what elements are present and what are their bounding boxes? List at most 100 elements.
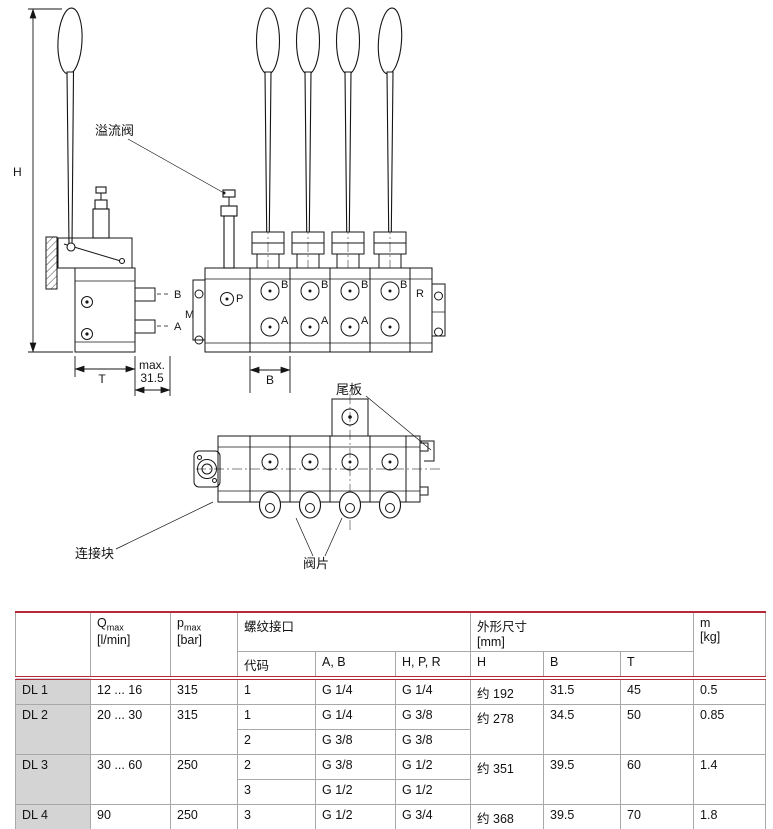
ab-cell: G 1/4 xyxy=(315,704,396,730)
side-view: B A H T max. 31.5 xyxy=(13,7,182,396)
hpr-cell: G 3/8 xyxy=(394,729,472,755)
pmax-symbol: p xyxy=(177,616,184,630)
t-cell: 60 xyxy=(620,754,695,805)
lever-bosses xyxy=(258,491,402,519)
port-b-label: B xyxy=(361,279,368,291)
hand-lever xyxy=(373,7,407,269)
b-cell: 39.5 xyxy=(543,804,622,829)
port-p-label: P xyxy=(236,293,243,305)
ab-cell: G 3/8 xyxy=(315,754,396,780)
port-b-label: B xyxy=(400,279,407,291)
code-cell: 3 xyxy=(237,779,316,805)
hpr-cell: G 1/2 xyxy=(394,779,472,805)
table-row: DL 3 30 ... 60 250 2 G 3/8 G 1/2 约 351 3… xyxy=(15,754,767,805)
spec-table: Qmax[l/min] pmax[bar] 螺纹接口 外形尺寸[mm] m[kg… xyxy=(15,611,767,829)
mass-header: m[kg] xyxy=(693,611,767,680)
qmax-cell: 12 ... 16 xyxy=(90,677,171,705)
hand-lever xyxy=(331,7,365,269)
code-cell: 3 xyxy=(237,804,316,829)
dims-group-header: 外形尺寸[mm] xyxy=(470,611,695,652)
t-header: T xyxy=(620,651,695,680)
ab-cell: G 3/8 xyxy=(315,729,396,755)
pmax-subscript: max xyxy=(183,622,201,633)
table-row: DL 1 12 ... 16 315 1 G 1/4 G 1/4 约 192 3… xyxy=(15,677,767,705)
hpr-cell: G 1/2 xyxy=(394,754,472,780)
dim-h-label: H xyxy=(13,165,22,179)
valve-section-label: 阀片 xyxy=(303,556,329,571)
connection-block xyxy=(193,450,221,488)
dim-max-label: max. xyxy=(139,358,165,372)
pmax-cell: 315 xyxy=(170,677,238,705)
t-cell: 45 xyxy=(620,677,695,705)
table-row-variant: 3 G 1/2 G 1/2 xyxy=(16,779,766,805)
qmax-subscript: max xyxy=(106,622,124,633)
relief-valve-label: 溢流阀 xyxy=(95,123,134,138)
pmax-cell: 250 xyxy=(170,754,238,805)
hand-lever xyxy=(291,7,325,269)
port-a-label: A xyxy=(281,315,289,327)
dims-unit: [mm] xyxy=(477,635,505,649)
model-cell: DL 4 xyxy=(15,804,91,829)
side-valve-body xyxy=(74,267,171,353)
thread-group-header: 螺纹接口 xyxy=(236,611,472,652)
dimension-h: H xyxy=(13,8,73,353)
t-cell: 50 xyxy=(620,704,695,755)
m-cell: 0.85 xyxy=(693,704,767,755)
qmax-symbol: Q xyxy=(97,616,107,630)
m-cell: 0.5 xyxy=(693,677,767,705)
relief-valve-callout: 溢流阀 xyxy=(95,123,226,195)
code-cell: 1 xyxy=(237,677,316,705)
hpr-cell: G 1/4 xyxy=(394,677,472,705)
dimension-max-31-5: max. 31.5 xyxy=(134,356,171,396)
model-cell: DL 2 xyxy=(15,704,91,755)
code-cell: 1 xyxy=(237,704,316,730)
pmax-unit: [bar] xyxy=(177,632,203,647)
hpr-cell: G 3/8 xyxy=(394,704,472,730)
end-plate-label: 尾板 xyxy=(336,382,362,397)
top-view: 尾板 连接块 阀片 xyxy=(75,382,442,571)
pmax-header: pmax[bar] xyxy=(170,611,238,680)
dimension-t: T xyxy=(74,356,136,396)
port-a-label: A xyxy=(321,315,329,327)
h-cell: 约 368 xyxy=(470,804,545,829)
relief-valve xyxy=(220,189,238,269)
code-cell: 2 xyxy=(237,729,316,755)
side-port-b-label: B xyxy=(174,289,181,301)
port-b-label: B xyxy=(281,279,288,291)
t-cell: 70 xyxy=(620,804,695,829)
table-row: DL 2 20 ... 30 315 1 G 1/4 G 3/8 约 278 3… xyxy=(15,704,767,755)
valve-section-callout: 阀片 xyxy=(295,517,343,571)
qmax-unit: [l/min] xyxy=(97,632,131,647)
m-cell: 1.8 xyxy=(693,804,767,829)
dim-b-label: B xyxy=(266,373,274,387)
code-header: 代码 xyxy=(237,651,316,680)
hpr-header: H, P, R xyxy=(394,651,472,680)
dims-title: 外形尺寸 xyxy=(477,620,528,634)
table-row-variant: 2 G 3/8 G 3/8 xyxy=(16,729,766,755)
dim-max-value-label: 31.5 xyxy=(140,371,164,385)
b-cell: 34.5 xyxy=(543,704,622,755)
table-row: DL 4 90 250 3 G 1/2 G 3/4 约 368 39.5 70 … xyxy=(15,804,767,829)
connection-block-label: 连接块 xyxy=(75,546,114,561)
port-b-label: B xyxy=(321,279,328,291)
mass-unit: [kg] xyxy=(700,630,721,644)
h-header: H xyxy=(470,651,545,680)
side-port-a-label: A xyxy=(174,321,182,333)
port-r-label: R xyxy=(416,288,424,300)
ab-cell: G 1/2 xyxy=(315,804,396,829)
h-cell: 约 192 xyxy=(470,677,545,705)
hpr-cell: G 3/4 xyxy=(394,804,472,829)
ab-cell: G 1/2 xyxy=(315,779,396,805)
b-header: B xyxy=(543,651,622,680)
mass-symbol: m xyxy=(700,616,711,630)
hand-lever xyxy=(57,7,83,246)
side-relief-valve xyxy=(92,186,110,239)
b-cell: 39.5 xyxy=(543,754,622,805)
ab-cell: G 1/4 xyxy=(315,677,396,705)
h-cell: 约 351 xyxy=(470,754,545,805)
b-cell: 31.5 xyxy=(543,677,622,705)
valve-body-top xyxy=(217,435,435,503)
technical-drawing: B A H T max. 31.5 xyxy=(13,7,446,571)
front-view: 溢流阀 xyxy=(95,7,446,393)
